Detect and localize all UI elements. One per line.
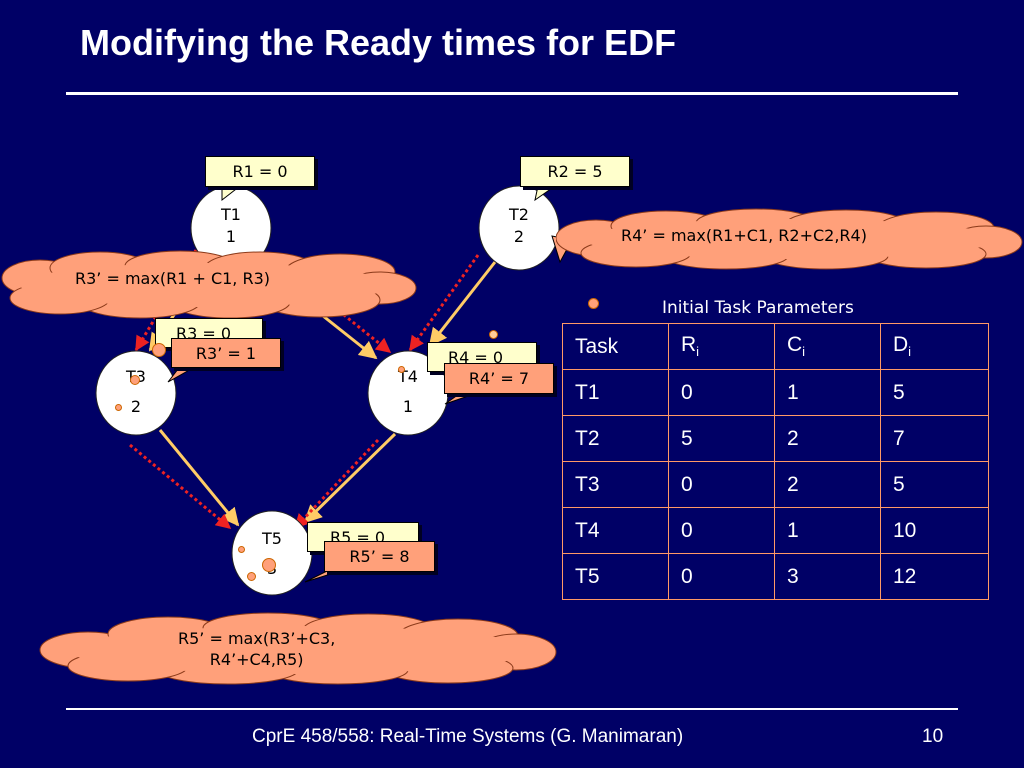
- node-t1-label: T1 1: [211, 204, 251, 248]
- edge-t4-t5: [303, 432, 397, 524]
- node-t5-name: T5: [262, 529, 282, 548]
- bubble-dot: [238, 546, 245, 553]
- bubble-dot: [115, 404, 122, 411]
- task-parameters-table: Task Ri Ci Di T1 0 1 5 T2 5 2 7 T3 0 2 5…: [562, 323, 989, 600]
- cloud-r4-formula-text: R4’ = max(R1+C1, R2+C2,R4): [621, 226, 867, 245]
- node-t5-label: T5 3: [252, 528, 292, 580]
- node-t4-label: T4 1: [388, 366, 428, 418]
- header-deadline: Di: [880, 323, 989, 370]
- node-t3: [95, 350, 177, 436]
- caption-bullet: [588, 298, 599, 309]
- node-t2-label: T2 2: [499, 204, 539, 248]
- cloud-r5-formula: [39, 612, 557, 685]
- table-cell: 0: [668, 553, 775, 600]
- table-row: T5 0 3 12: [562, 553, 989, 600]
- callout-r3-modified: R3’ = 1: [171, 338, 281, 368]
- callout-r1: R1 = 0: [205, 156, 315, 187]
- table-cell: T5: [562, 553, 669, 600]
- table-cell: 0: [668, 507, 775, 554]
- table-cell: T2: [562, 415, 669, 462]
- dotted-path-t4-t5: [293, 438, 380, 530]
- table-cell: 3: [774, 553, 881, 600]
- edge-t3-t5: [158, 429, 240, 527]
- callout-r4-modified: R4’ = 7: [444, 363, 554, 394]
- bubble-dot: [130, 375, 140, 385]
- bubble-dot: [152, 343, 166, 357]
- node-t1-name: T1: [221, 205, 241, 224]
- table-cell: 1: [774, 369, 881, 416]
- table-row: T2 5 2 7: [562, 415, 989, 462]
- node-t4-cost: 1: [402, 397, 414, 416]
- header-compute: Ci: [774, 323, 881, 370]
- callout-r2: R2 = 5: [520, 156, 630, 187]
- callout-r5-modified: R5’ = 8: [324, 541, 435, 572]
- footer-course: CprE 458/558: Real-Time Systems (G. Mani…: [252, 726, 684, 747]
- cloud-r4-formula: [556, 208, 1023, 270]
- cloud-r3-formula: [1, 250, 417, 319]
- cloud-r5-formula-text: R5’ = max(R3’+C3, R4’+C4,R5): [178, 628, 335, 670]
- title-divider: [66, 92, 958, 95]
- table-row: T1 0 1 5: [562, 369, 989, 416]
- edge-t2-t4: [428, 261, 497, 347]
- table-cell: 0: [668, 461, 775, 508]
- bubble-dot: [262, 558, 276, 572]
- node-t1-cost: 1: [225, 227, 237, 246]
- cloud-r5-formula-line1: R5’ = max(R3’+C3,: [178, 629, 336, 648]
- table-header-row: Task Ri Ci Di: [562, 323, 989, 370]
- node-t3-cost: 2: [130, 397, 142, 416]
- slide-title: Modifying the Ready times for EDF: [80, 22, 677, 63]
- table-cell: 5: [880, 369, 989, 416]
- table-cell: 5: [880, 461, 989, 508]
- bubble-dot: [398, 366, 405, 373]
- dotted-path-t3-t5: [129, 443, 232, 530]
- table-cell: 1: [774, 507, 881, 554]
- cloud-r3-formula-text: R3’ = max(R1 + C1, R3): [75, 269, 270, 288]
- node-t4-name: T4: [398, 367, 418, 386]
- table-cell: T1: [562, 369, 669, 416]
- table-cell: 0: [668, 369, 775, 416]
- node-t2-cost: 2: [513, 227, 525, 246]
- header-task: Task: [562, 323, 669, 370]
- bubble-dot: [489, 330, 498, 339]
- table-cell: 2: [774, 461, 881, 508]
- table-cell: 12: [880, 553, 989, 600]
- table-cell: T4: [562, 507, 669, 554]
- dotted-path-t2-t4: [408, 254, 480, 352]
- table-row: T3 0 2 5: [562, 461, 989, 508]
- table-caption: Initial Task Parameters: [662, 298, 854, 318]
- table-cell: 7: [880, 415, 989, 462]
- header-ready: Ri: [668, 323, 775, 370]
- table-cell: 2: [774, 415, 881, 462]
- table-cell: 10: [880, 507, 989, 554]
- cloud-r5-formula-line2: R4’+C4,R5): [209, 650, 304, 669]
- table-row: T4 0 1 10: [562, 507, 989, 554]
- bubble-dot: [247, 572, 256, 581]
- node-t3-label: T3 2: [116, 366, 156, 418]
- table-cell: T3: [562, 461, 669, 508]
- node-t2-name: T2: [509, 205, 529, 224]
- footer-divider: [66, 708, 958, 710]
- table-cell: 5: [668, 415, 775, 462]
- node-t2: [478, 185, 560, 271]
- page-number: 10: [922, 726, 944, 747]
